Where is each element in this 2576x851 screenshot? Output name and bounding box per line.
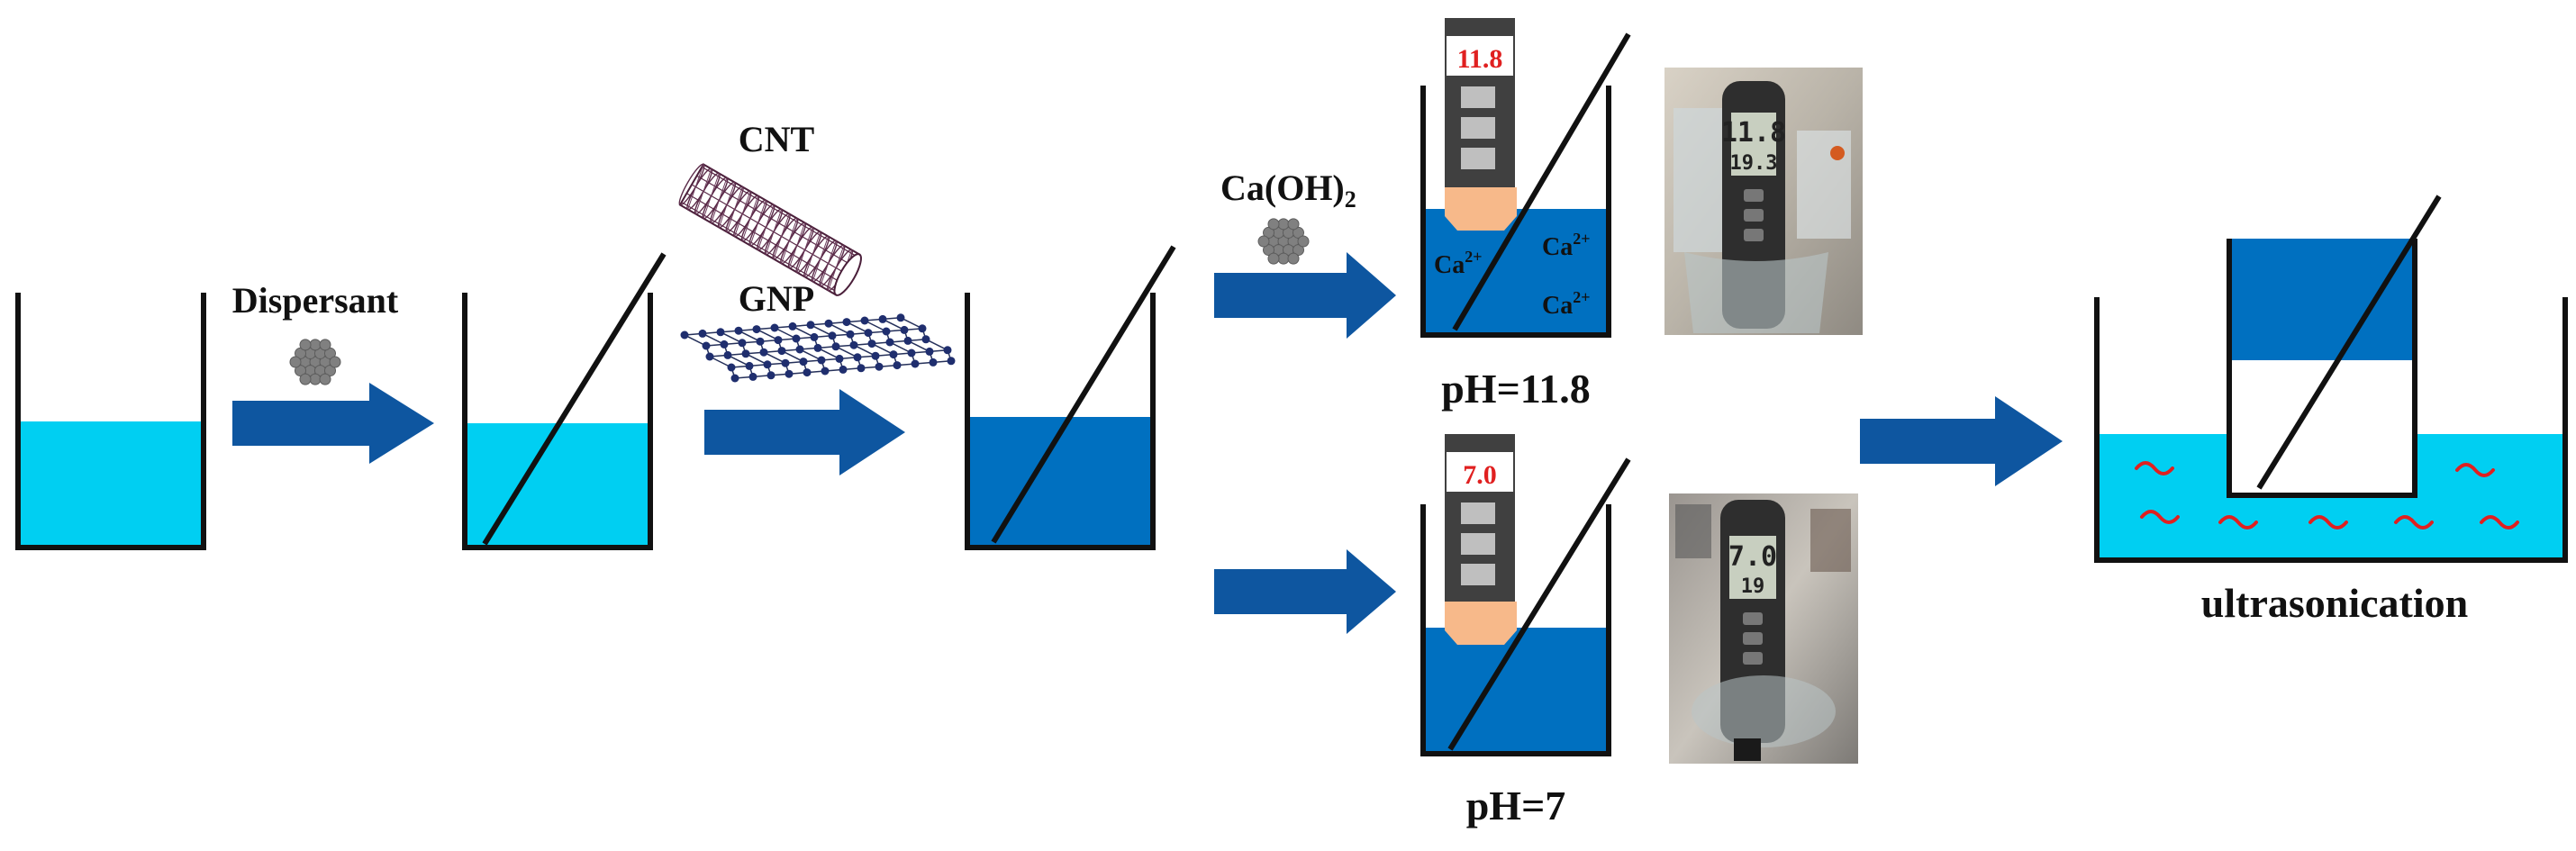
ultrasonication-label: ultrasonication: [2201, 580, 2468, 626]
process-arrow: [1860, 396, 2063, 486]
suspension-fill: [967, 417, 1153, 548]
cnt-label: CNT: [739, 119, 815, 159]
svg-text:Ca2+: Ca2+: [1542, 230, 1591, 261]
ph-meter-photo: 11.8 19.3: [1664, 68, 1863, 335]
beaker-outline: [965, 293, 1156, 550]
process-arrow: [1214, 549, 1396, 634]
inner-beaker-outline: [2227, 239, 2417, 498]
meter-display: [1447, 36, 1513, 76]
stirring-rod-icon: [2256, 195, 2442, 490]
particle-cluster-icon: [1257, 218, 1310, 265]
calcium-ion: Ca2+: [1542, 230, 1591, 261]
meter-button: [1461, 502, 1495, 524]
meter-button: [1461, 533, 1495, 555]
meter-reading: 11.8: [1457, 44, 1503, 74]
beaker-suspension: [965, 245, 1176, 550]
meter-button: [1461, 86, 1495, 108]
meter-reading: 7.0: [1463, 460, 1497, 490]
caoh2-label: Ca(OH)2: [1220, 167, 1356, 213]
meter-button: [1461, 117, 1495, 139]
particle-cluster-icon: [289, 339, 341, 385]
process-arrow: [232, 383, 434, 464]
beaker-outline: [1420, 86, 1611, 338]
carbon-nanotube-icon: [678, 163, 862, 296]
process-arrow: [1214, 252, 1396, 339]
meter-button: [1461, 564, 1495, 585]
inner-beaker-white: [2232, 360, 2412, 495]
ph-meter-icon: 11.8: [1445, 18, 1517, 231]
photo-readout: 7.0: [1728, 541, 1777, 573]
svg-text:Ca2+: Ca2+: [1542, 288, 1591, 320]
ph-meter-photo: 7.0 19: [1669, 493, 1858, 764]
meter-tip: [1445, 187, 1517, 231]
stirring-rod-icon: [1452, 32, 1631, 331]
calcium-ion: Ca2+: [1434, 248, 1483, 279]
ph-meter-icon: 7.0: [1445, 434, 1517, 645]
stirring-rod-icon: [991, 245, 1176, 544]
svg-text:Ca2+: Ca2+: [1434, 248, 1483, 279]
photo-readout: 19.3: [1730, 152, 1778, 175]
beaker-outline: [462, 293, 653, 550]
stirring-rod-icon: [482, 252, 667, 546]
ph-neutral-label: pH=7: [1466, 783, 1566, 828]
beaker-outline: [15, 293, 206, 550]
dispersant-label: Dispersant: [232, 280, 399, 321]
beaker-outline: [1420, 504, 1611, 756]
water-fill: [18, 421, 204, 548]
meter-tip: [1445, 602, 1517, 645]
photo-readout: 19: [1741, 575, 1765, 598]
bath-outline: [2094, 297, 2568, 563]
meter-display: [1447, 452, 1513, 492]
beaker-high-ph: 11.8 Ca2+ Ca2+ Ca2+: [1420, 18, 1631, 338]
meter-button: [1461, 148, 1495, 169]
graphene-sheet-icon: [680, 313, 956, 383]
stirring-rod-icon: [1447, 457, 1631, 751]
gnp-label: GNP: [739, 278, 814, 319]
ph-high-label: pH=11.8: [1441, 366, 1591, 412]
photo-readout: 11.8: [1721, 117, 1786, 149]
beaker-water: [15, 293, 206, 550]
calcium-ion: Ca2+: [1542, 288, 1591, 320]
inner-beaker-fill: [2229, 239, 2415, 360]
suspension-fill: [1423, 628, 1609, 754]
ultrasonic-bath: [2094, 195, 2568, 563]
ultrasonic-wave-icon: [2135, 461, 2519, 530]
process-arrow: [704, 389, 905, 475]
beaker-water-rod: [462, 252, 667, 550]
beaker-neutral-ph: 7.0: [1420, 434, 1631, 756]
